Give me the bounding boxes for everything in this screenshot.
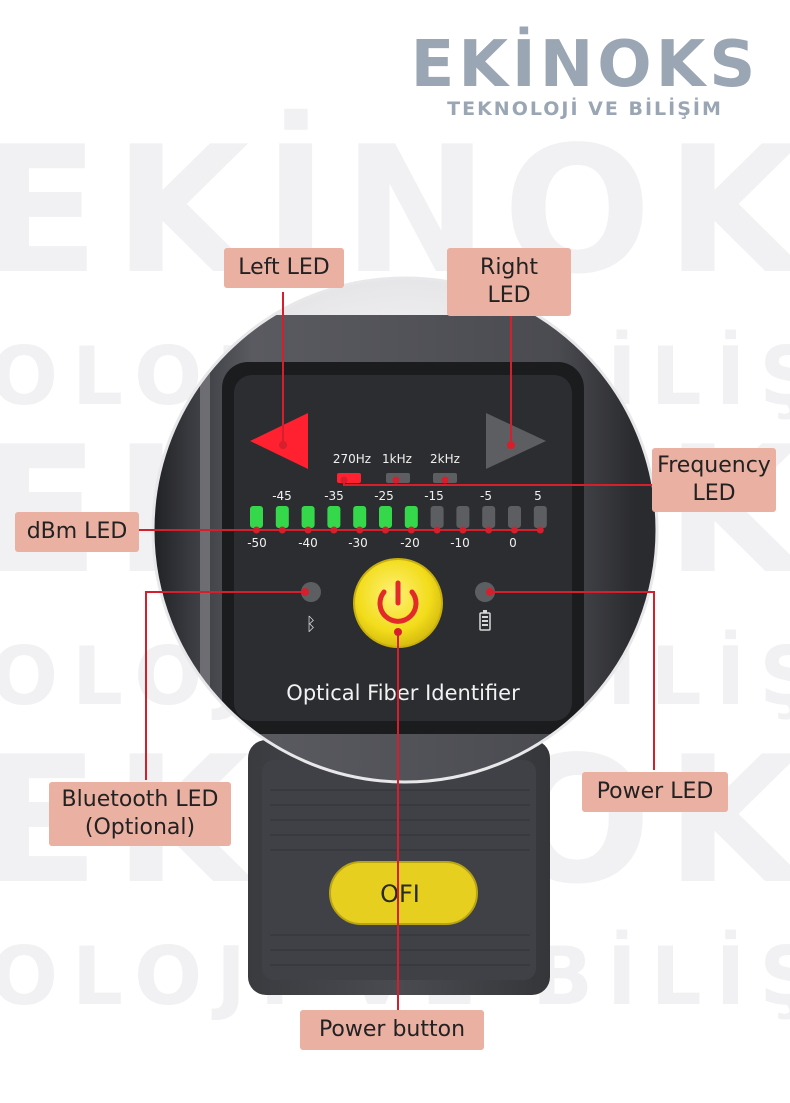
dbm-led-label: dBm LED: [15, 512, 139, 552]
frequency-led-label-line2: LED: [692, 481, 736, 506]
dbm-bottom-tick: -20: [400, 536, 420, 550]
dbm-top-tick: -35: [324, 489, 344, 503]
freq-label: 2kHz: [430, 452, 460, 466]
dbm-led-lit: [275, 506, 289, 528]
bluetooth-led-label-line2: (Optional): [84, 815, 196, 840]
dbm-bottom-tick: -30: [348, 536, 368, 550]
dbm-led-lit: [250, 506, 263, 528]
right-led-label: Right LED: [447, 248, 571, 316]
ofi-button-label: OFI: [380, 880, 420, 908]
device-body: [153, 315, 657, 782]
dbm-top-tick: 5: [534, 489, 542, 503]
power-led-label: Power LED: [582, 772, 728, 812]
dbm-top-tick: -25: [374, 489, 394, 503]
dbm-led-off: [430, 506, 444, 528]
power-led: [475, 582, 495, 602]
dbm-bottom-tick: -10: [450, 536, 470, 550]
bluetooth-led-label: Bluetooth LED (Optional): [49, 782, 231, 846]
bluetooth-led: [301, 582, 321, 602]
dbm-led-lit: [327, 506, 341, 528]
dbm-top-tick: -5: [480, 489, 492, 503]
freq-label: 1kHz: [382, 452, 412, 466]
dbm-led-off: [533, 506, 547, 528]
power-button[interactable]: [353, 558, 443, 648]
bluetooth-icon: ᛒ: [306, 614, 317, 635]
brand-tagline: TEKNOLOJİ VE BİLİŞİM: [447, 98, 723, 120]
battery-icon: [479, 610, 491, 631]
dbm-led-lit: [404, 506, 418, 528]
dbm-bottom-tick: 0: [509, 536, 517, 550]
left-led-arrow: [250, 413, 308, 469]
frequency-led-label-line1: Frequency: [657, 453, 771, 478]
frequency-led-label: Frequency LED: [652, 448, 776, 512]
power-button-label: Power button: [300, 1010, 484, 1050]
freq-label: 270Hz: [333, 452, 371, 466]
dbm-bottom-tick: -50: [247, 536, 267, 550]
brand-logo: EKİNOKS TEKNOLOJİ VE BİLİŞİM: [410, 30, 760, 120]
left-led-label: Left LED: [224, 248, 344, 288]
dbm-top-tick: -45: [272, 489, 292, 503]
freq-led-active: [337, 473, 361, 483]
dbm-led-off: [482, 506, 496, 528]
dbm-led-off: [508, 506, 521, 528]
pointer-lines: [138, 292, 655, 1010]
panel-title: Optical Fiber Identifier: [286, 681, 520, 705]
pointer-dots: [279, 441, 515, 636]
dbm-led-lit: [301, 506, 315, 528]
dbm-top-tick: -15: [424, 489, 444, 503]
dbm-led-lit: [379, 506, 392, 528]
dbm-led-lit: [353, 506, 367, 528]
bluetooth-led-label-line1: Bluetooth LED: [61, 787, 219, 812]
dbm-led-off: [456, 506, 470, 528]
right-led-arrow: [486, 413, 546, 469]
brand-name: EKİNOKS: [410, 28, 760, 102]
dbm-bottom-tick: -40: [298, 536, 318, 550]
